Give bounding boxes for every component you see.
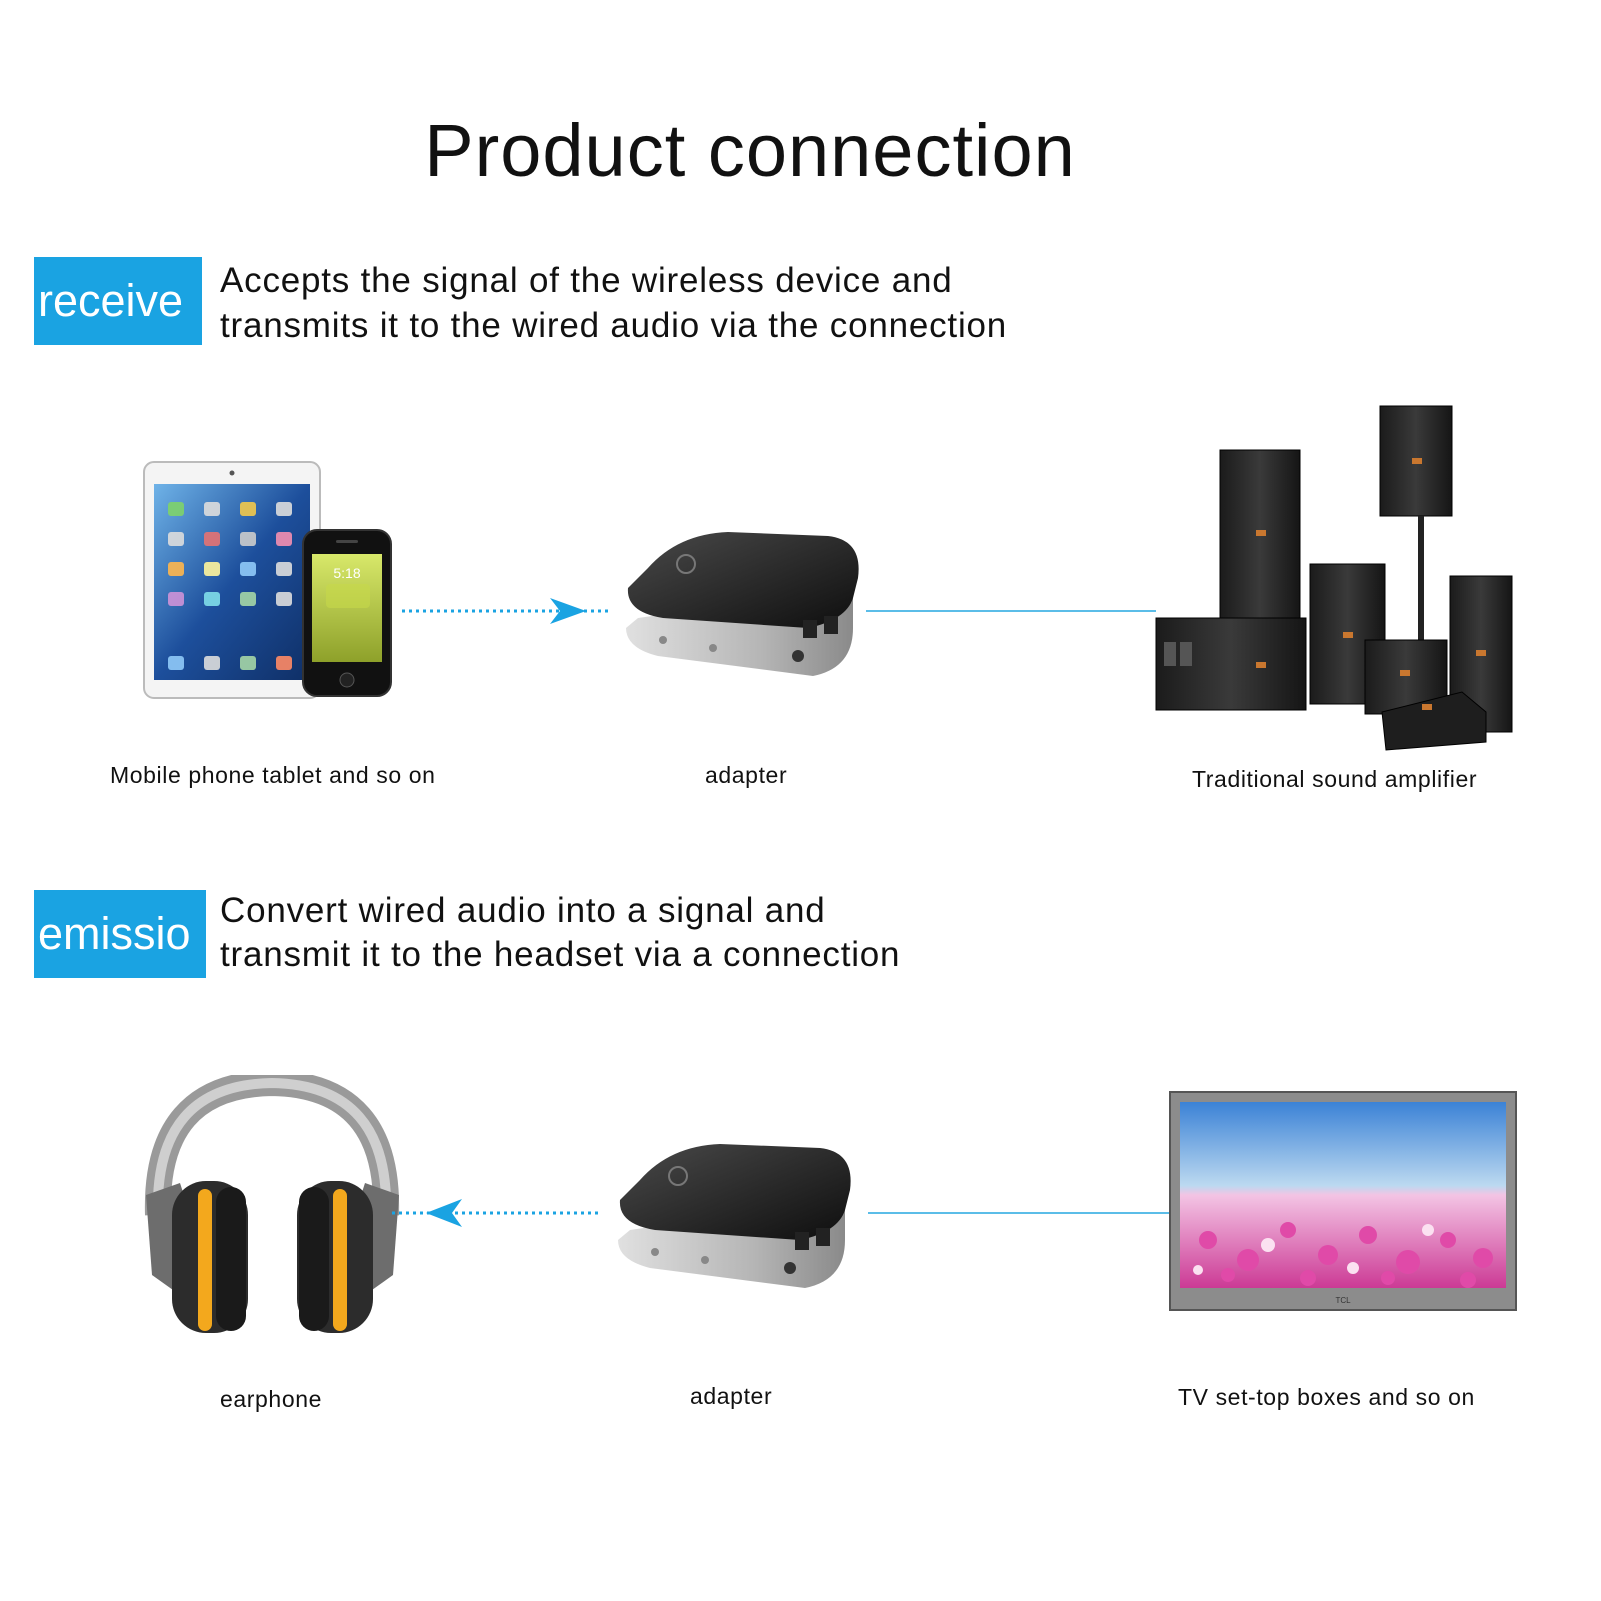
headphones-illustration: [144, 1075, 400, 1333]
page-title: Product connection: [424, 109, 1076, 192]
receive-badge: receive: [34, 257, 202, 345]
emission-wired-line: [868, 1212, 1170, 1214]
emission-adapter-caption: adapter: [690, 1383, 773, 1409]
receive-wireless-arrow: [402, 598, 612, 624]
receive-adapter-caption: adapter: [705, 762, 788, 788]
emission-description-line1: Convert wired audio into a signal and: [220, 891, 826, 930]
receive-source-caption: Mobile phone tablet and so on: [110, 762, 436, 788]
adapter-device-receive: [626, 532, 859, 676]
emission-wireless-arrow: [392, 1199, 598, 1227]
speakers-illustration: [1155, 405, 1513, 751]
tablet-phone-illustration: 5:18: [143, 461, 392, 699]
phone-clock-text: 5:18: [333, 565, 360, 581]
emission-badge: emissio: [34, 890, 206, 978]
receive-wired-line: [866, 610, 1156, 612]
emission-description-line2: transmit it to the headset via a connect…: [220, 935, 901, 974]
tv-illustration: TCL: [1169, 1091, 1517, 1311]
tv-brand-text: TCL: [1335, 1296, 1351, 1305]
receive-target-caption: Traditional sound amplifier: [1192, 766, 1478, 792]
adapter-device-emission: [618, 1144, 851, 1288]
receive-description-line1: Accepts the signal of the wireless devic…: [220, 261, 953, 300]
emission-target-caption: TV set-top boxes and so on: [1178, 1384, 1475, 1410]
emission-source-caption: earphone: [220, 1386, 322, 1412]
receive-description-line2: transmits it to the wired audio via the …: [220, 306, 1008, 345]
